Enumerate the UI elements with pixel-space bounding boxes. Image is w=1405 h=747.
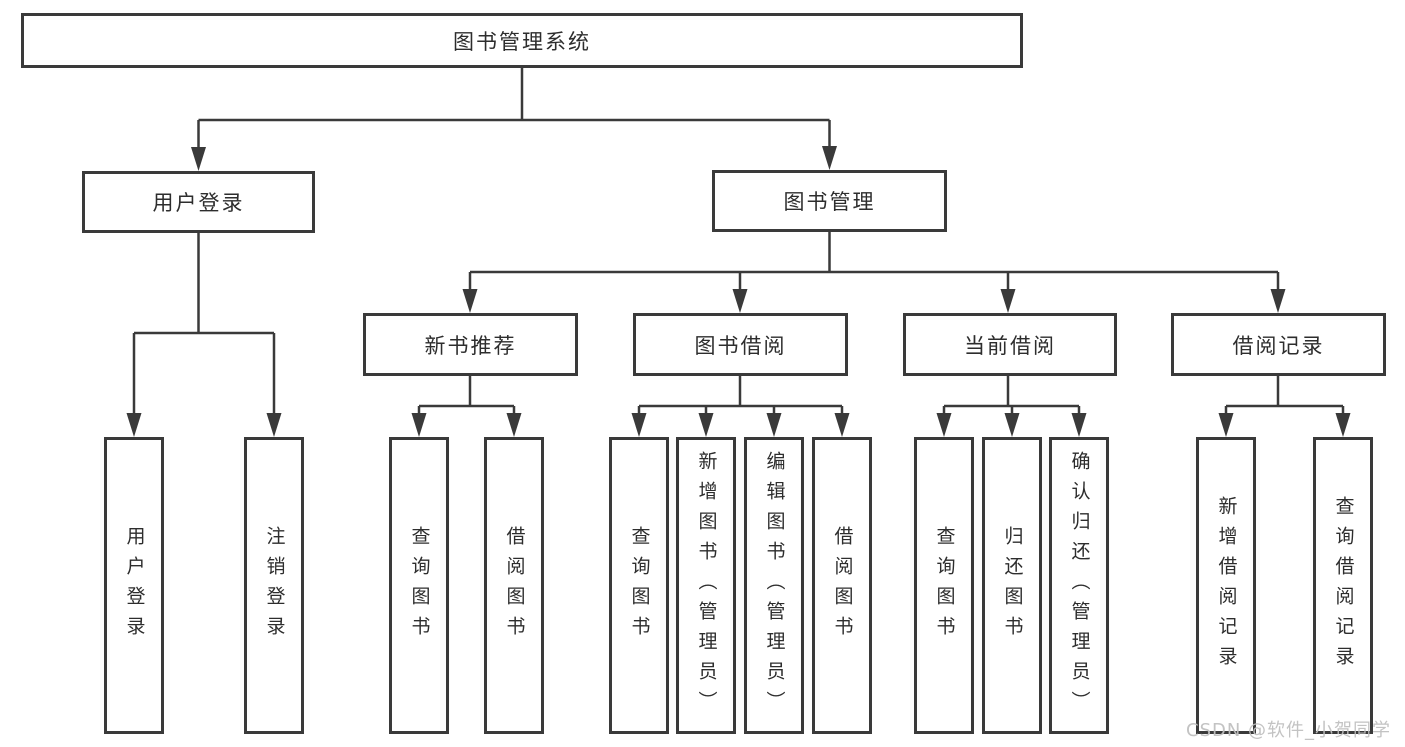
leaf-return-book: 归还图书	[982, 437, 1042, 734]
leaf-confirm-return-admin: 确认归还（管理员）	[1049, 437, 1109, 734]
node-library-system: 图书管理系统	[21, 13, 1023, 68]
leaf-query-books-borrow: 查询图书	[609, 437, 669, 734]
leaf-borrow-books-recommend: 借阅图书	[484, 437, 544, 734]
leaf-add-borrow-record: 新增借阅记录	[1196, 437, 1256, 734]
leaf-logout: 注销登录	[244, 437, 304, 734]
node-borrow-records: 借阅记录	[1171, 313, 1386, 376]
connector-line	[132, 68, 1345, 419]
leaf-add-book-admin: 新增图书（管理员）	[676, 437, 736, 734]
node-book-borrow: 图书借阅	[633, 313, 848, 376]
node-new-book-recommend: 新书推荐	[363, 313, 578, 376]
node-book-management: 图书管理	[712, 170, 947, 232]
node-user-login: 用户登录	[82, 171, 315, 233]
leaf-user-login: 用户登录	[104, 437, 164, 734]
leaf-query-books-recommend: 查询图书	[389, 437, 449, 734]
leaf-edit-book-admin: 编辑图书（管理员）	[744, 437, 804, 734]
leaf-query-books-current: 查询图书	[914, 437, 974, 734]
node-current-borrow: 当前借阅	[903, 313, 1117, 376]
leaf-borrow-books: 借阅图书	[812, 437, 872, 734]
leaf-query-borrow-record: 查询借阅记录	[1313, 437, 1373, 734]
csdn-watermark: CSDN @软件_小贺同学	[1186, 720, 1392, 741]
arrowhead-icon	[126, 146, 1351, 437]
